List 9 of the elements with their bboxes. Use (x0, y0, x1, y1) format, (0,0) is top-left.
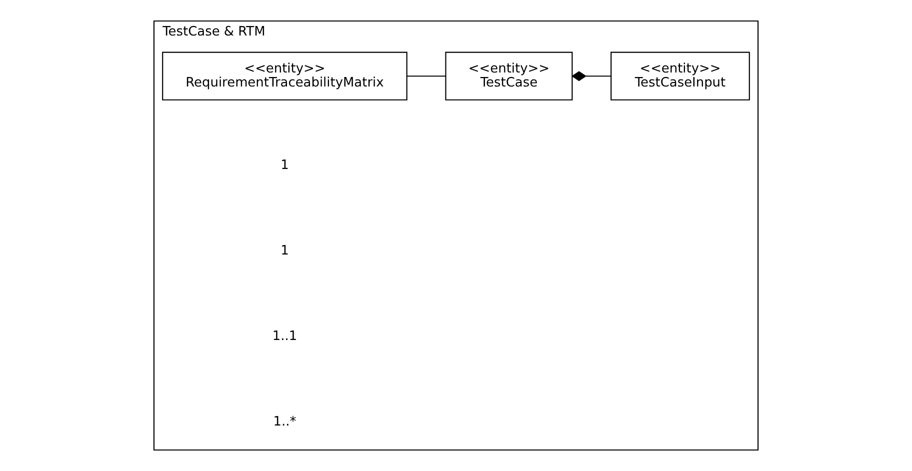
connector (572, 71, 611, 82)
label: 1..* (273, 414, 296, 430)
node-box: <<entity>> TestCaseInput (610, 52, 750, 100)
label: 1 (280, 158, 289, 174)
connector (406, 76, 446, 77)
node-box: <<entity>> RequirementTraceabilityMatrix (162, 52, 408, 100)
label: 1 (280, 244, 289, 259)
label: 1..1 (272, 328, 298, 344)
node-box: <<entity>> TestCase (445, 52, 573, 100)
